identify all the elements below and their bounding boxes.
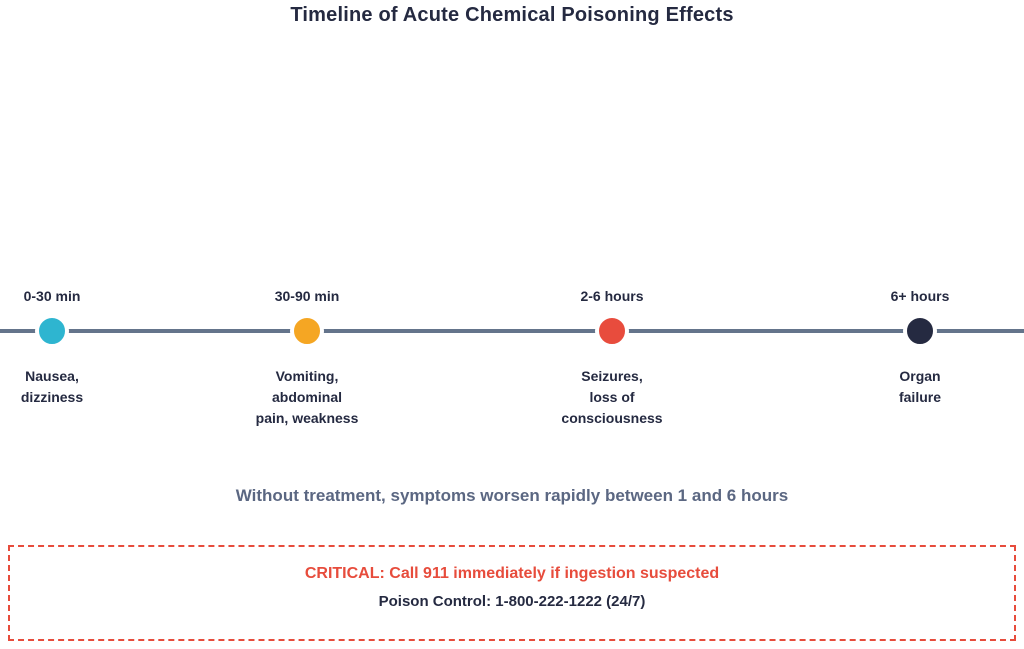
event-time-label: 6+ hours [890, 288, 950, 304]
event-dot-icon [290, 314, 324, 348]
event-description-line: dizziness [20, 389, 84, 405]
event-time-label: 2-6 hours [580, 288, 644, 304]
event-description-line: Vomiting, [275, 368, 339, 384]
event-description: Seizures, loss of consciousness [532, 366, 692, 429]
event-dot-icon [595, 314, 629, 348]
event-description-line: loss of [589, 389, 635, 405]
event-time-label: 30-90 min [274, 288, 340, 304]
event-description-line: pain, weakness [255, 410, 359, 426]
event-description-line: abdominal [271, 389, 342, 405]
event-description-line: consciousness [561, 410, 663, 426]
event-time-label: 0-30 min [23, 288, 81, 304]
event-description-line: Organ [899, 368, 941, 384]
event-description-line: Nausea, [25, 368, 79, 384]
critical-call-911-text: CRITICAL: Call 911 immediately if ingest… [304, 565, 720, 582]
progression-note: Without treatment, symptoms worsen rapid… [235, 486, 789, 505]
event-dot-icon [903, 314, 937, 348]
event-description: Nausea, dizziness [0, 366, 132, 408]
event-dot-icon [35, 314, 69, 348]
event-description-line: failure [898, 389, 941, 405]
timeline-axis [0, 329, 1024, 333]
event-description-line: Seizures, [581, 368, 643, 384]
emergency-warning-box: CRITICAL: Call 911 immediately if ingest… [8, 545, 1016, 641]
event-description: Organ failure [840, 366, 1000, 408]
event-description: Vomiting, abdominal pain, weakness [227, 366, 387, 429]
poison-control-text: Poison Control: 1-800-222-1222 (24/7) [378, 593, 646, 610]
page-title: Timeline of Acute Chemical Poisoning Eff… [290, 4, 734, 26]
